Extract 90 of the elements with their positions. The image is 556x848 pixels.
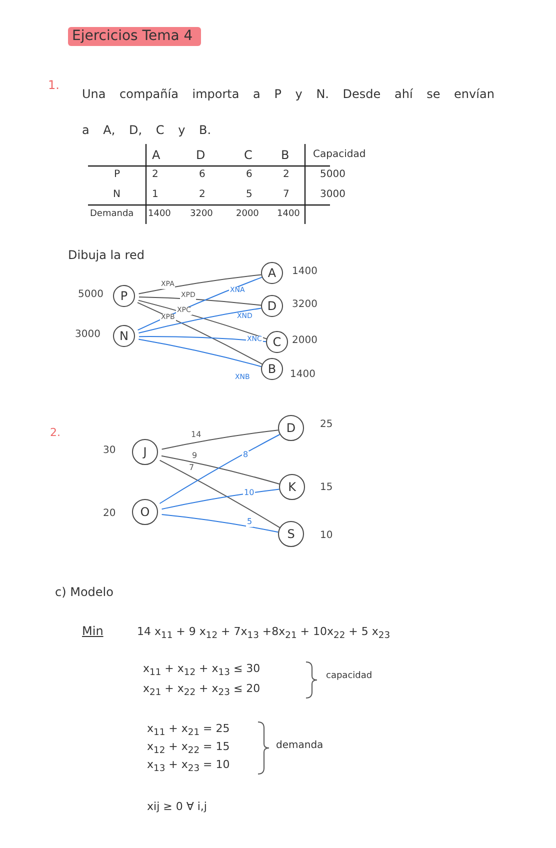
table-cell: 2	[152, 169, 158, 181]
node-value: 30	[103, 445, 116, 457]
table-header: C	[244, 148, 252, 162]
section-number: 2.	[50, 426, 60, 440]
table-header: A	[152, 148, 160, 162]
table-cell: 2	[283, 169, 290, 181]
table-cell: 7	[283, 189, 290, 201]
constraint: x$_{21}$ + x$_{22}$ + x$_{23}$ ≤ 20	[143, 682, 260, 698]
node-label: K	[288, 480, 296, 494]
objective-function: 14 x$_{11}$ + 9 x$_{12}$ + 7x$_{13}$ +8x$_{21}$ + 10x$_{22}$ + 5 x$_{23}$	[137, 625, 390, 642]
connector-line	[159, 460, 280, 528]
connector-line	[138, 296, 262, 306]
table-header: D	[196, 148, 206, 162]
node-label: S	[287, 527, 295, 541]
table-row-header: N	[113, 189, 120, 201]
node-circle	[261, 358, 283, 380]
node-value: 15	[320, 482, 333, 494]
constraint-group-label: demanda	[276, 740, 324, 752]
node-circle	[278, 415, 304, 441]
table-cell: 6	[199, 169, 206, 181]
node-label: O	[140, 505, 150, 519]
node-value: 5000	[78, 289, 104, 301]
node-circle	[132, 499, 158, 525]
connector-line	[161, 488, 280, 510]
node-circle	[113, 325, 135, 347]
section-heading: Dibuja la red	[68, 248, 144, 262]
constraint: x$_{13}$ + x$_{23}$ = 10	[147, 758, 230, 774]
connector-line	[138, 308, 262, 334]
constraint: x$_{11}$ + x$_{21}$ = 25	[147, 722, 230, 738]
constraint-group-label: capacidad	[326, 671, 372, 682]
node-circle	[279, 474, 305, 500]
node-label: N	[120, 329, 128, 343]
node-label: J	[143, 445, 147, 459]
table-cell: 1400	[277, 209, 300, 220]
node-value: 1400	[290, 369, 316, 381]
table-cell: 2	[199, 189, 206, 201]
edge-label: 5	[246, 518, 254, 527]
node-label: P	[120, 289, 128, 303]
node-value: 3200	[292, 299, 318, 311]
node-value: 2000	[292, 335, 318, 347]
node-label: B	[268, 362, 276, 376]
table-cell: 3200	[190, 209, 213, 220]
node-value: 25	[320, 419, 333, 431]
table-header: B	[281, 148, 290, 162]
table-cell: 2000	[236, 209, 259, 220]
edge-label: 10	[243, 489, 256, 498]
connector-line	[138, 300, 267, 340]
table-row-header: Demanda	[90, 209, 134, 220]
connector-line	[161, 514, 279, 533]
connector-line	[138, 274, 262, 294]
node-circle	[261, 262, 283, 284]
section-heading: c) Modelo	[55, 585, 114, 600]
table-cell: 5000	[320, 169, 346, 181]
node-label: D	[286, 421, 296, 435]
node-circle	[278, 521, 304, 547]
connector-line	[138, 338, 262, 368]
node-circle	[132, 439, 158, 465]
node-value: 3000	[75, 329, 100, 341]
node-label: C	[272, 335, 282, 349]
constraint: xij ≥ 0 ∀ i,j	[147, 800, 207, 814]
table-cell: 1	[152, 189, 158, 201]
connector-line	[159, 434, 280, 504]
problem-statement: Una compañía importa a P y N. Desde ahí se envían a A, D, C y B.	[82, 86, 496, 139]
edge-label: 14	[190, 431, 202, 440]
node-value: 10	[320, 530, 333, 542]
objective-keyword: Min	[82, 624, 104, 638]
connector-line	[161, 430, 279, 450]
constraint: x$_{12}$ + x$_{22}$ = 15	[147, 740, 230, 756]
table-cell: 3000	[320, 189, 346, 201]
node-label: A	[268, 266, 276, 280]
connector-line	[161, 455, 280, 484]
edge-label: 9	[191, 452, 198, 461]
table-cell: 5	[246, 189, 252, 201]
constraint: x$_{11}$ + x$_{12}$ + x$_{13}$ ≤ 30	[143, 662, 260, 678]
node-value: 1400	[292, 266, 318, 278]
edge-label: 8	[242, 451, 250, 460]
node-value: 20	[103, 508, 116, 520]
table-cell: 1400	[148, 209, 171, 220]
node-circle	[113, 285, 135, 307]
table-header: Capacidad	[313, 149, 366, 161]
node-circle	[261, 295, 283, 317]
connector-line	[138, 336, 266, 342]
section-number: 1.	[48, 78, 60, 92]
title: Ejercicios Tema 4	[68, 27, 201, 46]
table-cell: 6	[246, 169, 252, 181]
node-label: D	[267, 299, 277, 313]
connector-line	[137, 302, 263, 365]
table-row-header: P	[114, 169, 120, 181]
node-circle	[266, 331, 288, 353]
edge-label: 7	[188, 464, 196, 473]
